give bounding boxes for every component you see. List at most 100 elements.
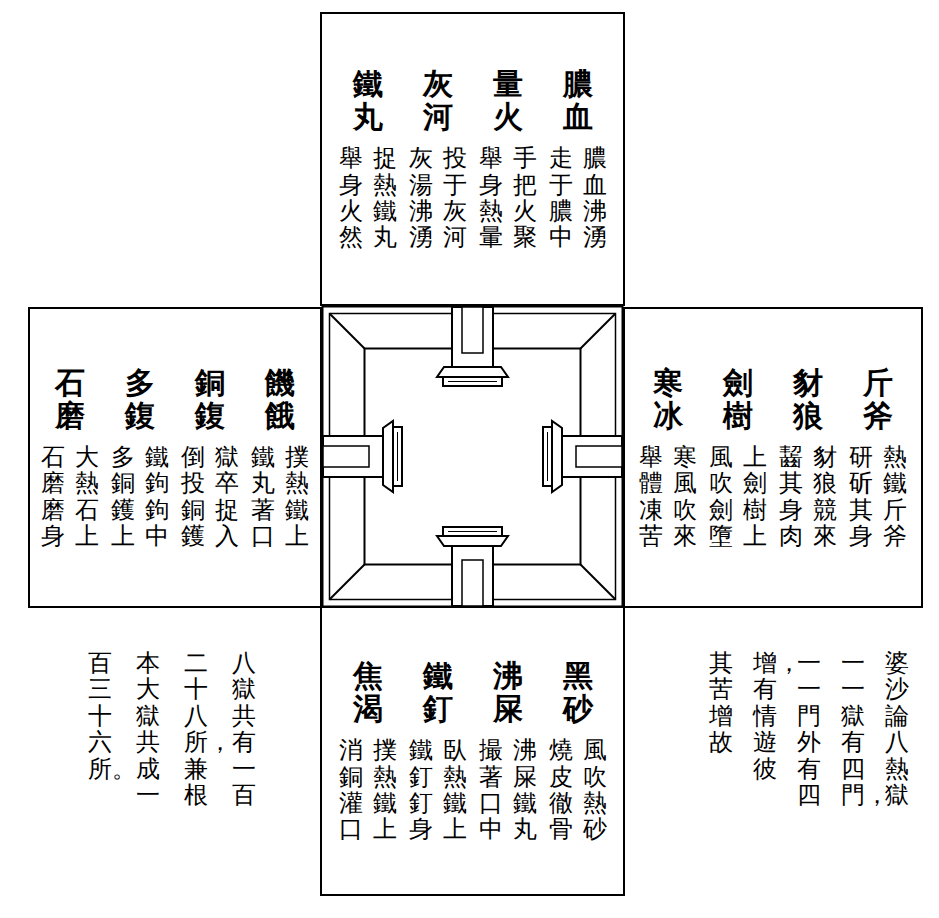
- hell-description: 投于灰河: [443, 145, 467, 251]
- hell-group: 石磨大熱石上石磨磨身: [41, 366, 99, 550]
- hell-description: 撮著口中: [479, 737, 503, 843]
- description-columns: 撲熱鐵上鐵丸著口: [251, 444, 309, 550]
- bevel-line: [330, 565, 365, 600]
- description-columns: 手把火聚舉身熱暈: [479, 145, 537, 251]
- hell-name: 豺狼: [793, 366, 823, 432]
- note-column: 二十八所，兼根: [184, 650, 208, 808]
- hell-name: 多鍑: [125, 366, 155, 432]
- hell-group: 豺狼豺狼競來齧其身肉: [779, 366, 837, 550]
- note-block: 八獄共有一百二十八所，兼根本大獄共成一百三十六所。: [88, 650, 256, 808]
- hell-description: 手把火聚: [513, 145, 537, 251]
- hell-panel: 黑砂風吹熱砂燒皮徹骨沸屎沸屎鐵丸撮著口中鐵釘臥熱鐵上鐵釘釘身焦渴撲熱鐵上消銅灌口: [320, 606, 625, 896]
- hall-outer-wall: [323, 307, 623, 607]
- description-columns: 沸屎鐵丸撮著口中: [479, 737, 537, 843]
- note-column: 增，有情遊彼: [753, 650, 777, 808]
- note-column: 其苦增故: [709, 650, 733, 808]
- south-gate: [437, 527, 508, 606]
- hell-name: 沸屎: [493, 659, 523, 725]
- hell-group: 焦渴撲熱鐵上消銅灌口: [339, 659, 397, 843]
- hell-group: 劍樹上劍樹上風吹劍墮: [709, 366, 767, 550]
- hell-group: 斤斧熱鐵斤斧研斫其身: [849, 366, 907, 550]
- hell-description: 獄卒捉入: [215, 444, 239, 550]
- description-columns: 捉熱鐵丸舉身火然: [339, 145, 397, 251]
- hell-description: 舉身火然: [339, 145, 363, 251]
- hell-description: 齧其身肉: [779, 444, 803, 550]
- hell-name: 饑餓: [265, 366, 295, 432]
- hell-group: 鐵釘臥熱鐵上鐵釘釘身: [409, 659, 467, 843]
- hell-description: 鐵鉤鉤中: [145, 444, 169, 550]
- hell-panel: 饑餓撲熱鐵上鐵丸著口銅鍑獄卒捉入倒投銅鑊多鍑鐵鉤鉤中多銅鑊上石磨大熱石上石磨磨身: [28, 307, 322, 608]
- hell-name: 石磨: [55, 366, 85, 432]
- hell-description: 捉熱鐵丸: [373, 145, 397, 251]
- north-gate: [437, 307, 508, 386]
- hell-name: 劍樹: [723, 366, 753, 432]
- hell-name: 黑砂: [563, 659, 593, 725]
- panel-content: 膿血膿血沸湧走于膿中量火手把火聚舉身熱暈灰河投于灰河灰湯沸湧鐵丸捉熱鐵丸舉身火然: [339, 67, 607, 251]
- panel-content: 黑砂風吹熱砂燒皮徹骨沸屎沸屎鐵丸撮著口中鐵釘臥熱鐵上鐵釘釘身焦渴撲熱鐵上消銅灌口: [339, 659, 607, 843]
- hell-panel: 膿血膿血沸湧走于膿中量火手把火聚舉身熱暈灰河投于灰河灰湯沸湧鐵丸捉熱鐵丸舉身火然: [320, 12, 625, 306]
- hell-name: 焦渴: [353, 659, 383, 725]
- bevel-line: [330, 314, 365, 349]
- description-columns: 獄卒捉入倒投銅鑊: [181, 444, 239, 550]
- description-columns: 鐵鉤鉤中多銅鑊上: [111, 444, 169, 550]
- hell-name: 鐵釘: [423, 659, 453, 725]
- hell-name: 量火: [493, 67, 523, 133]
- hell-description: 撲熱鐵上: [373, 737, 397, 843]
- hell-group: 多鍑鐵鉤鉤中多銅鑊上: [111, 366, 169, 550]
- note-column: 一一門外有四: [797, 650, 821, 808]
- hell-description: 風吹劍墮: [709, 444, 733, 550]
- hell-description: 大熱石上: [75, 444, 99, 550]
- hell-description: 倒投銅鑊: [181, 444, 205, 550]
- hell-name: 斤斧: [863, 366, 893, 432]
- hell-description: 鐵釘釘身: [409, 737, 433, 843]
- note-column: 婆沙論八熱獄: [885, 650, 909, 808]
- description-columns: 熱鐵斤斧研斫其身: [849, 444, 907, 550]
- hell-description: 多銅鑊上: [111, 444, 135, 550]
- hell-group: 膿血膿血沸湧走于膿中: [549, 67, 607, 251]
- description-columns: 臥熱鐵上鐵釘釘身: [409, 737, 467, 843]
- bevel-line: [581, 314, 616, 349]
- hell-description: 豺狼競來: [813, 444, 837, 550]
- note-column: 一一獄有四門，: [841, 650, 865, 808]
- hell-description: 風吹熱砂: [583, 737, 607, 843]
- description-columns: 上劍樹上風吹劍墮: [709, 444, 767, 550]
- description-columns: 風吹熱砂燒皮徹骨: [549, 737, 607, 843]
- hell-name: 灰河: [423, 67, 453, 133]
- east-gate: [543, 421, 622, 492]
- hell-description: 上劍樹上: [743, 444, 767, 550]
- hell-description: 舉身熱暈: [479, 145, 503, 251]
- hell-description: 鐵丸著口: [251, 444, 275, 550]
- central-hall: [323, 307, 623, 607]
- hell-name: 鐵丸: [353, 67, 383, 133]
- hell-group: 銅鍑獄卒捉入倒投銅鑊: [181, 366, 239, 550]
- hell-description: 寒風吹來: [673, 444, 697, 550]
- bevel-line: [581, 565, 616, 600]
- note-block: 婆沙論八熱獄一一獄有四門， 一一門外有四增，有情遊彼其苦增故: [709, 650, 909, 808]
- west-gate: [323, 421, 402, 492]
- hell-group: 沸屎沸屎鐵丸撮著口中: [479, 659, 537, 843]
- hell-panel: 斤斧熱鐵斤斧研斫其身豺狼豺狼競來齧其身肉劍樹上劍樹上風吹劍墮寒冰寒風吹來舉體凍苦: [623, 307, 923, 608]
- hell-name: 銅鍑: [195, 366, 225, 432]
- hell-description: 燒皮徹骨: [549, 737, 573, 843]
- hell-group: 黑砂風吹熱砂燒皮徹骨: [549, 659, 607, 843]
- description-columns: 膿血沸湧走于膿中: [549, 145, 607, 251]
- note-column: 本大獄共成一: [136, 650, 160, 808]
- hell-description: 研斫其身: [849, 444, 873, 550]
- hell-name: 膿血: [563, 67, 593, 133]
- hell-group: 饑餓撲熱鐵上鐵丸著口: [251, 366, 309, 550]
- hell-name: 寒冰: [653, 366, 683, 432]
- panel-content: 斤斧熱鐵斤斧研斫其身豺狼豺狼競來齧其身肉劍樹上劍樹上風吹劍墮寒冰寒風吹來舉體凍苦: [639, 366, 907, 550]
- hell-group: 量火手把火聚舉身熱暈: [479, 67, 537, 251]
- hell-description: 臥熱鐵上: [443, 737, 467, 843]
- description-columns: 撲熱鐵上消銅灌口: [339, 737, 397, 843]
- hell-group: 寒冰寒風吹來舉體凍苦: [639, 366, 697, 550]
- hell-description: 走于膿中: [549, 145, 573, 251]
- hell-description: 熱鐵斤斧: [883, 444, 907, 550]
- hell-group: 鐵丸捉熱鐵丸舉身火然: [339, 67, 397, 251]
- description-columns: 投于灰河灰湯沸湧: [409, 145, 467, 251]
- hell-description: 撲熱鐵上: [285, 444, 309, 550]
- description-columns: 寒風吹來舉體凍苦: [639, 444, 697, 550]
- hell-description: 石磨磨身: [41, 444, 65, 550]
- note-column: 百三十六所。: [88, 650, 112, 808]
- note-column: 八獄共有一百: [232, 650, 256, 808]
